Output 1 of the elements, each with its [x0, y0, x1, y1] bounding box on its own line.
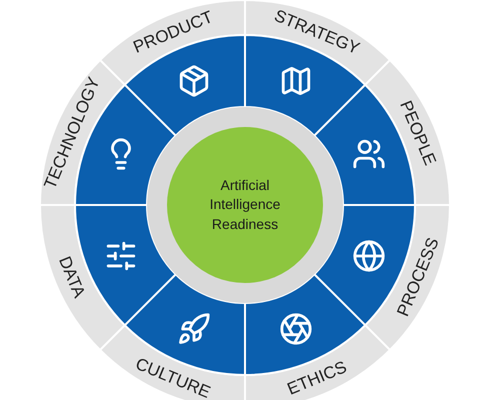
segment-label: DATA: [56, 254, 88, 300]
